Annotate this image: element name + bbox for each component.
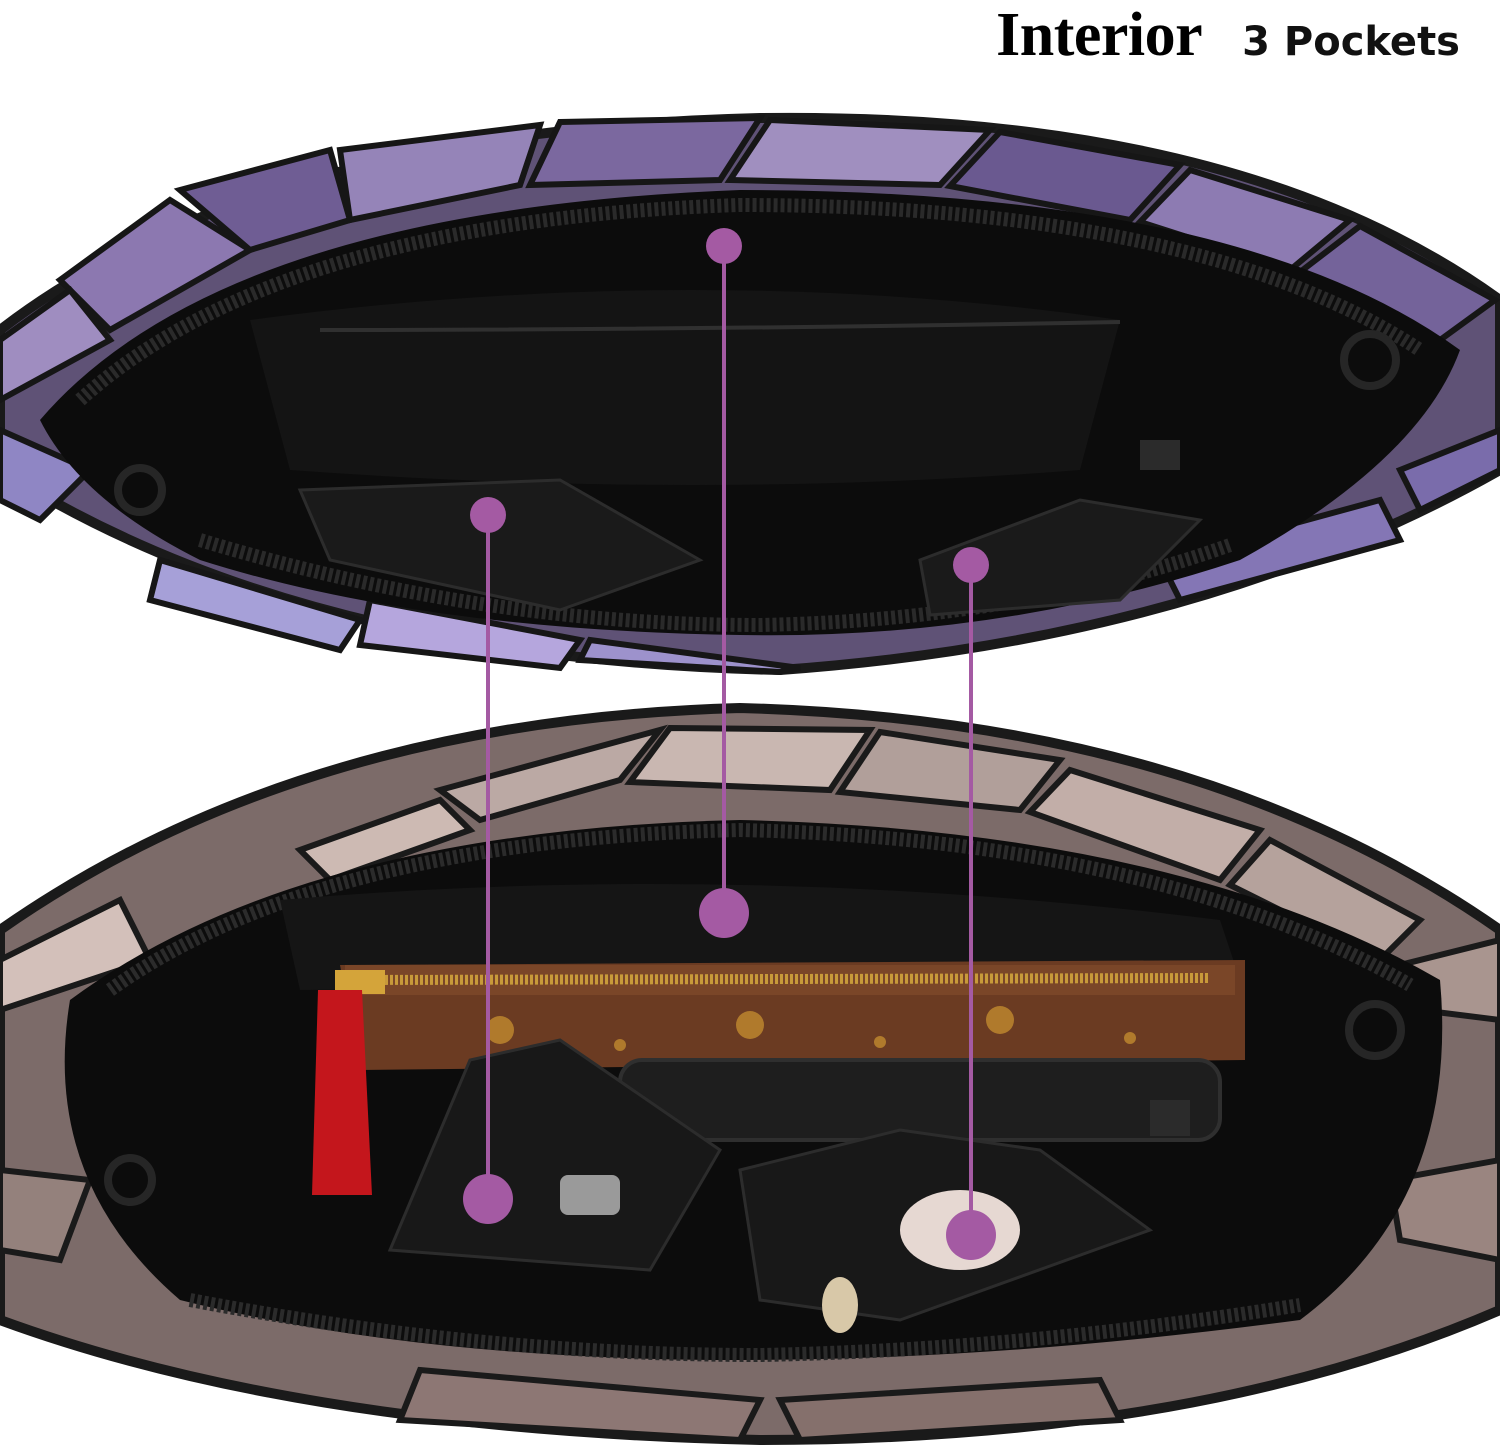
top-bag-tiles: [0, 114, 1500, 676]
red-zipper-pull: [312, 990, 372, 1195]
bottom-bag-tiles: [0, 724, 1500, 1444]
top-bag-clip: [1140, 440, 1180, 470]
bottom-bag-zipper: [105, 822, 1414, 996]
bottom-bag-clip: [1150, 1100, 1190, 1136]
back-zip-pocket-marker: [699, 228, 749, 938]
lighter: [822, 1277, 858, 1333]
left-slip-pocket: [297, 478, 704, 612]
top-bag: [0, 112, 1500, 676]
bottom-bag-left-ring: [104, 1154, 156, 1206]
bottom-bag-right-ring: [1345, 1000, 1405, 1060]
right-slip-pocket-marker: [946, 547, 996, 1260]
pocket-markers: [463, 228, 996, 1260]
top-bag-zipper: [75, 197, 1424, 406]
top-bag-right-ring: [1340, 330, 1400, 390]
wallet: [335, 960, 1245, 1070]
heading: Interior 3 Pockets: [996, 0, 1460, 72]
top-bag-left-ring: [114, 464, 166, 516]
bottom-bag: [0, 702, 1500, 1446]
heading-subtitle: 3 Pockets: [1242, 19, 1460, 65]
back-zip-pocket: [250, 290, 1120, 485]
keychain: [560, 1175, 620, 1215]
left-slip-pocket-marker: [463, 497, 513, 1224]
heading-title: Interior: [996, 1, 1203, 69]
phone: [618, 1058, 1222, 1142]
right-slip-pocket: [918, 498, 1204, 617]
